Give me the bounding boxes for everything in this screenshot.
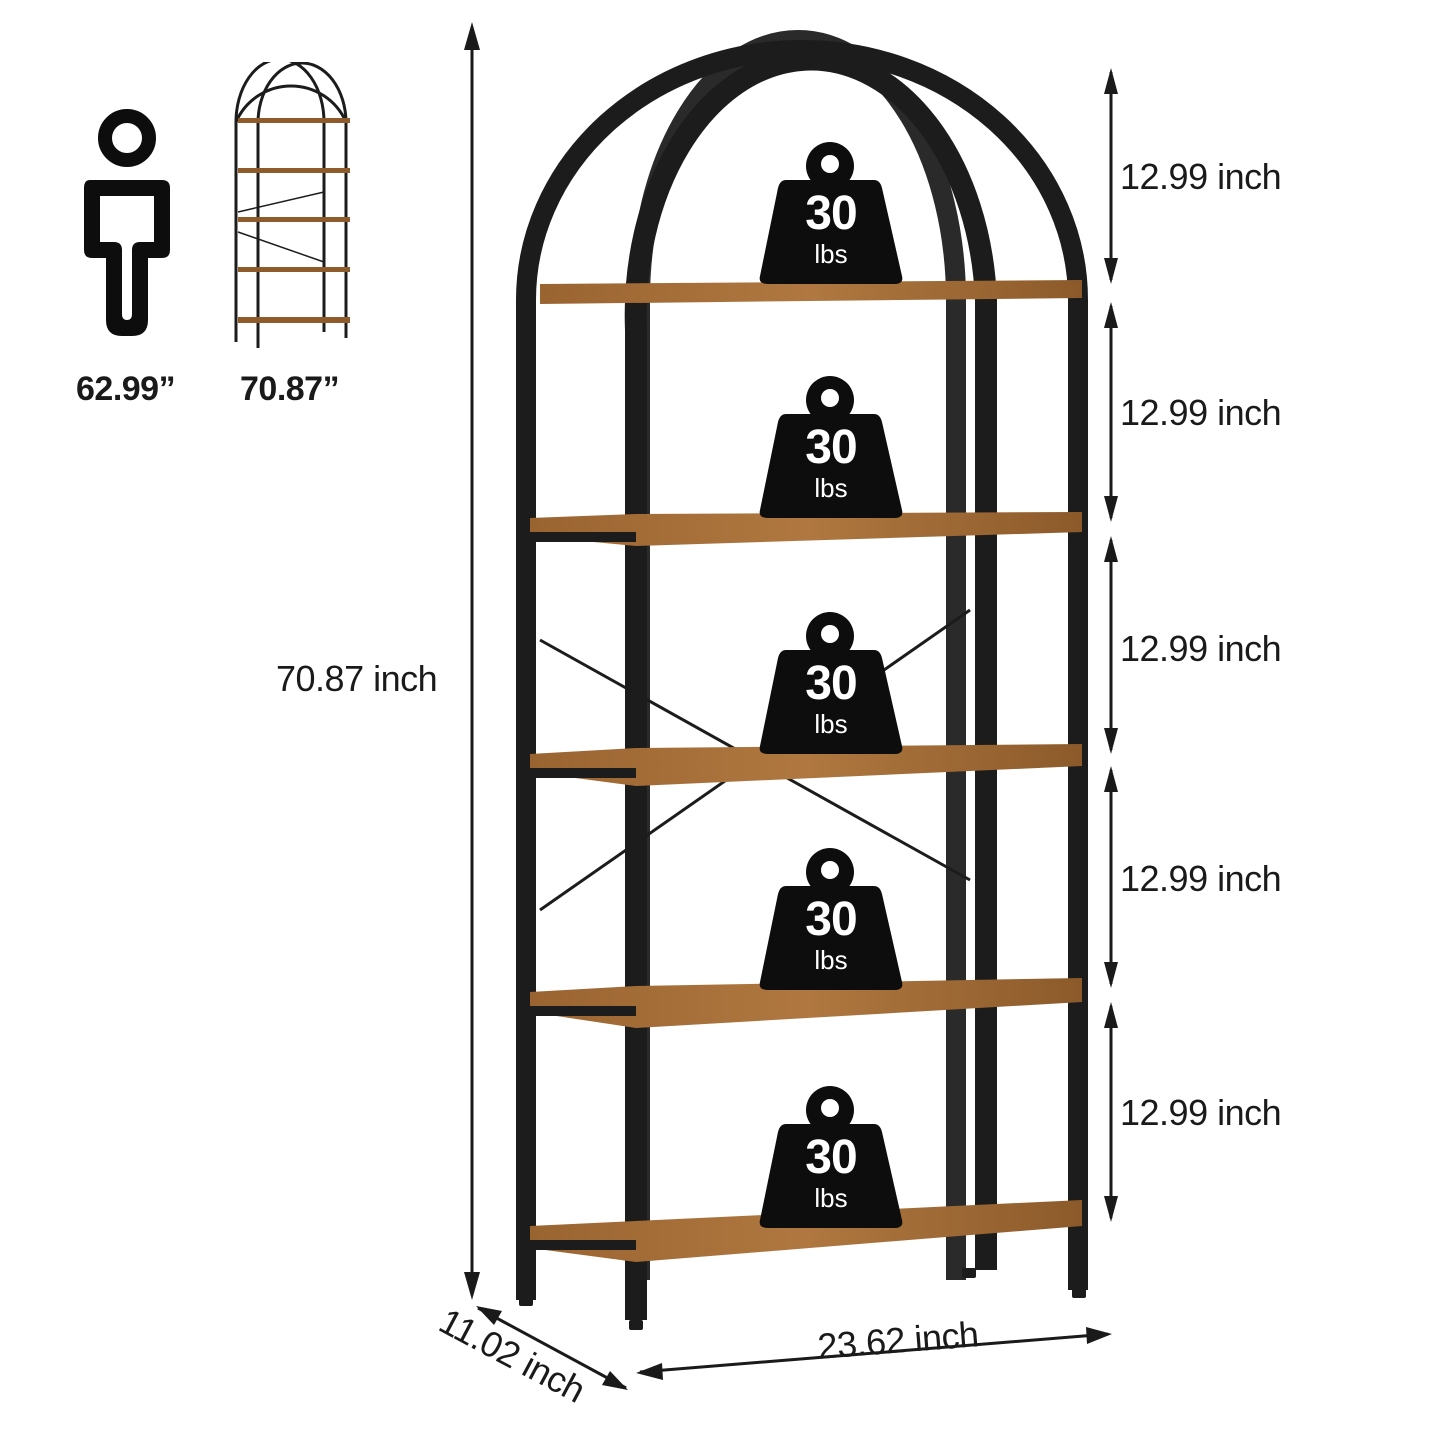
weight-unit: lbs — [814, 239, 848, 269]
person-height-label: 62.99” — [76, 370, 176, 408]
shelf-gap-label: 12.99 inch — [1120, 628, 1282, 669]
kettlebell-weight-icon — [759, 848, 903, 990]
weight-unit: lbs — [814, 473, 848, 503]
weight-value: 30 — [805, 657, 857, 710]
depth-arrow — [476, 1306, 628, 1390]
weight-badge: 30 lbs — [756, 608, 906, 758]
weight-badge: 30 lbs — [756, 844, 906, 994]
weight-unit: lbs — [814, 945, 848, 975]
shelf-gap-label: 12.99 inch — [1120, 156, 1282, 197]
height-arrow — [464, 22, 480, 1300]
weight-unit: lbs — [814, 1183, 848, 1213]
total-height-label: 70.87 inch — [276, 658, 438, 699]
shelves — [526, 280, 1082, 1262]
weight-badge: 30 lbs — [756, 1082, 906, 1232]
shelf-gap-arrows — [1104, 68, 1118, 1222]
shelf-gap-label: 12.99 inch — [1120, 858, 1282, 899]
front-frame — [624, 48, 997, 1320]
width-arrow — [636, 1327, 1112, 1380]
weight-value: 30 — [805, 421, 857, 474]
weight-value: 30 — [805, 1131, 857, 1184]
shelf-height-label: 70.87” — [240, 370, 340, 408]
kettlebell-weight-icon — [759, 376, 903, 518]
kettlebell-weight-icon — [759, 142, 903, 284]
weight-value: 30 — [805, 893, 857, 946]
shelf-gap-label: 12.99 inch — [1120, 392, 1282, 433]
kettlebell-weight-icon — [759, 1086, 903, 1228]
weight-unit: lbs — [814, 709, 848, 739]
weight-badge: 30 lbs — [756, 372, 906, 522]
person-icon — [84, 109, 170, 336]
kettlebell-weight-icon — [759, 612, 903, 754]
weight-value: 30 — [805, 187, 857, 240]
weight-badge: 30 lbs — [756, 138, 906, 288]
mini-bookshelf-icon — [234, 62, 350, 348]
shelf-gap-label: 12.99 inch — [1120, 1092, 1282, 1133]
feet — [519, 1268, 1086, 1330]
